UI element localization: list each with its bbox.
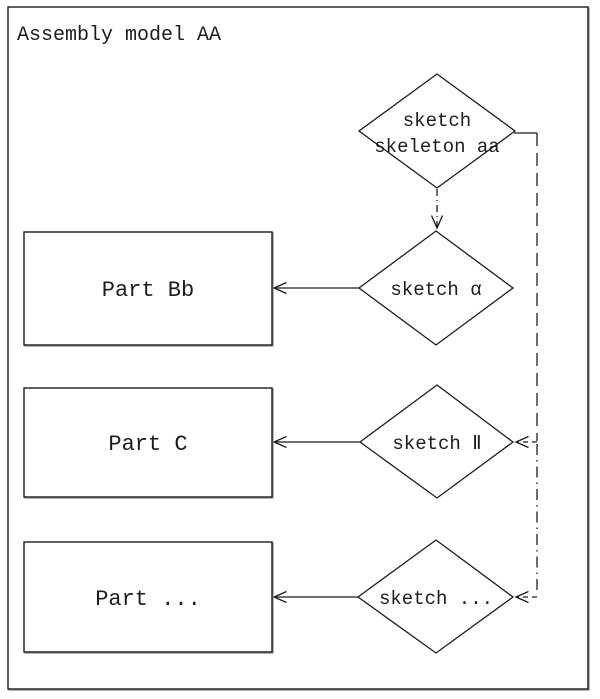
- sketch-skeleton-diamond-shape: [357, 73, 517, 189]
- part-bb-label: Part Bb: [102, 278, 194, 303]
- node-sketch-alpha: sketch α: [357, 230, 515, 346]
- node-sketch-etc: sketch ...: [356, 539, 515, 654]
- part-bb-rect-shape: [23, 231, 273, 346]
- sketch-ii-label: sketch Ⅱ: [392, 433, 481, 455]
- node-part-bb: Part Bb: [23, 231, 273, 346]
- part-c-rect-shape: [23, 387, 273, 498]
- node-part-c: Part C: [23, 387, 273, 498]
- sketch-alpha-label: sketch α: [390, 279, 481, 301]
- node-sketch-skeleton-aa: sketch skeleton aa: [357, 73, 517, 189]
- sketch-alpha-diamond-shape: [357, 230, 515, 346]
- node-sketch-ii: sketch Ⅱ: [358, 384, 515, 499]
- sketch-skeleton-label-line1: sketch: [403, 110, 471, 132]
- part-etc-rect-shape: [23, 541, 273, 653]
- sketch-skeleton-label-line2: skeleton aa: [374, 136, 499, 158]
- assembly-frame-label: Assembly model AA: [17, 24, 221, 47]
- part-c-label: Part C: [108, 432, 187, 457]
- node-part-etc: Part ...: [23, 541, 273, 653]
- sketch-etc-diamond-shape: [356, 539, 515, 654]
- sketch-ii-diamond-shape: [358, 384, 515, 499]
- part-etc-label: Part ...: [95, 587, 201, 612]
- sketch-etc-label: sketch ...: [379, 588, 493, 610]
